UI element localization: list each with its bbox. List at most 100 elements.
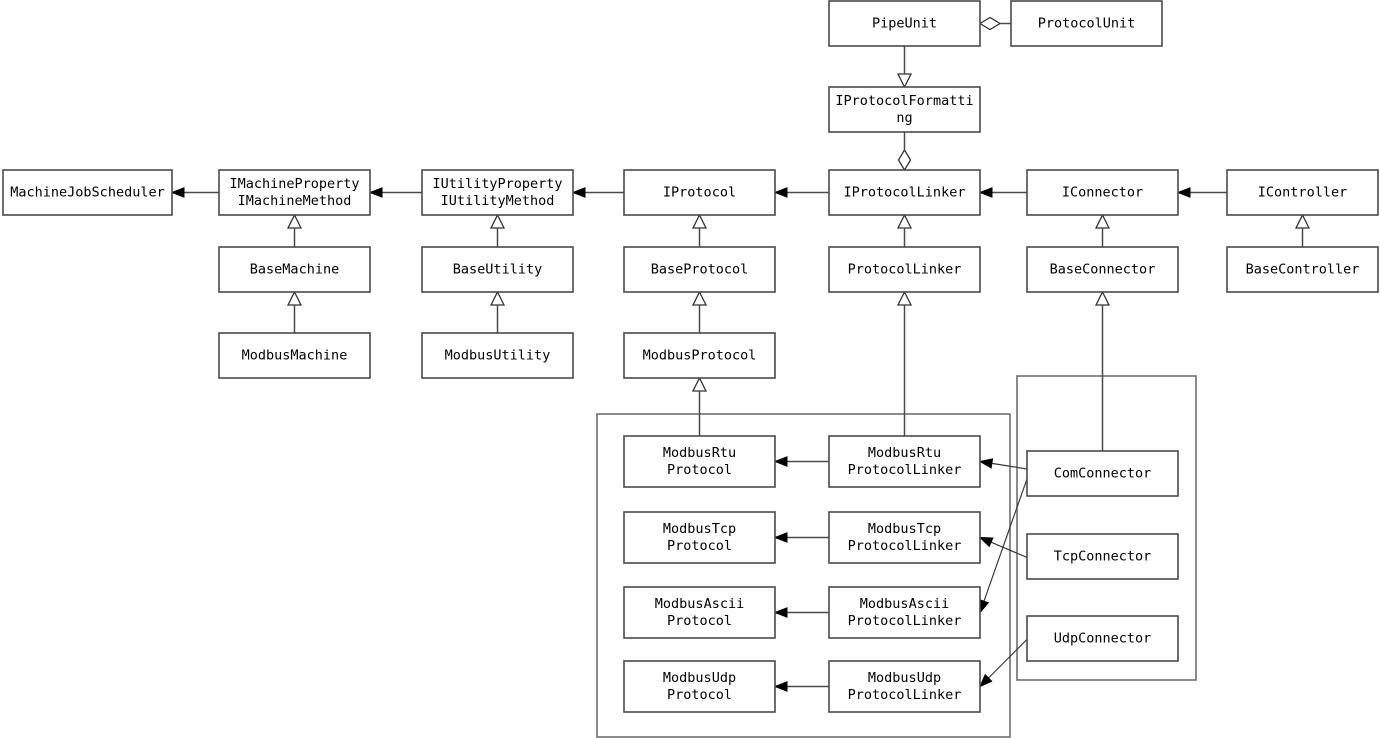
- generalization-triangle-modbus-rtu-linker-to-protocol-linker: [896, 290, 913, 306]
- class-box-label-base-controller: BaseController: [1246, 262, 1360, 278]
- class-box-rect-icontroller[interactable]: [1226, 169, 1379, 216]
- class-box-machine-job-scheduler[interactable]: MachineJobScheduler: [2, 169, 173, 216]
- assoc-line-com-connector-to-modbus-ascii-linker: [983, 478, 1028, 602]
- class-box-rect-udp-connector[interactable]: [1026, 615, 1179, 662]
- arrowhead-modbus-rtu-linker-to-modbus-rtu-protocol: [773, 456, 788, 467]
- class-box-rect-base-machine[interactable]: [218, 246, 371, 293]
- arrowhead-iprotocol-to-iutility-property: [571, 187, 586, 198]
- class-box-rect-modbus-tcp-protocol[interactable]: [623, 511, 776, 564]
- class-box-modbus-protocol[interactable]: ModbusProtocol: [623, 332, 776, 379]
- class-box-base-machine[interactable]: BaseMachine: [218, 246, 371, 293]
- class-box-rect-protocol-unit[interactable]: [1010, 0, 1163, 47]
- class-box-rect-imachine-property[interactable]: [218, 169, 371, 216]
- class-box-rect-modbus-tcp-linker[interactable]: [828, 511, 981, 564]
- class-box-rect-iprotocol-linker[interactable]: [828, 169, 981, 216]
- class-box-rect-modbus-machine[interactable]: [218, 332, 371, 379]
- arrowhead-iutility-property-to-imachine-property: [368, 187, 383, 198]
- class-box-label-base-machine: BaseMachine: [250, 262, 339, 278]
- class-box-rect-iprotocol-formatting[interactable]: [828, 86, 981, 133]
- class-box-udp-connector[interactable]: UdpConnector: [1026, 615, 1179, 662]
- class-box-iprotocol-linker[interactable]: IProtocolLinker: [828, 169, 981, 216]
- assoc-line-com-connector-to-modbus-rtu-linker: [991, 462, 1028, 470]
- arrowhead-modbus-ascii-linker-to-modbus-ascii-protocol: [773, 607, 788, 618]
- arrowhead-modbus-tcp-linker-to-modbus-tcp-protocol: [773, 532, 788, 543]
- generalization-triangle-modbus-protocol-to-base-protocol: [691, 290, 708, 306]
- class-box-label-iprotocol: IProtocol: [663, 185, 736, 201]
- arrowhead-iconnector-to-iprotocol-linker: [978, 187, 993, 198]
- class-box-rect-machine-job-scheduler[interactable]: [2, 169, 173, 216]
- class-box-label-machine-job-scheduler: MachineJobScheduler: [10, 185, 164, 201]
- class-box-rect-pipe-unit[interactable]: [828, 0, 981, 47]
- class-box-rect-iconnector[interactable]: [1026, 169, 1179, 216]
- class-box-protocol-linker[interactable]: ProtocolLinker: [828, 246, 981, 293]
- class-box-com-connector[interactable]: ComConnector: [1026, 450, 1179, 497]
- class-box-rect-modbus-protocol[interactable]: [623, 332, 776, 379]
- class-box-label-tcp-connector: TcpConnector: [1054, 549, 1152, 565]
- class-box-base-utility[interactable]: BaseUtility: [421, 246, 574, 293]
- class-box-label-modbus-machine: ModbusMachine: [242, 348, 348, 364]
- aggregation-diamond-iprotocolformatting-iprotocollinker: [897, 148, 912, 172]
- class-box-rect-base-protocol[interactable]: [623, 246, 776, 293]
- group-rect-modbus-variants-group: [596, 413, 1011, 738]
- class-box-rect-modbus-utility[interactable]: [421, 332, 574, 379]
- generalization-triangle-modbus-rtu-protocol-to-modbus-protocol: [691, 376, 708, 392]
- class-box-modbus-machine[interactable]: ModbusMachine: [218, 332, 371, 379]
- class-box-label-base-connector: BaseConnector: [1050, 262, 1156, 278]
- class-box-label-protocol-unit: ProtocolUnit: [1038, 16, 1136, 32]
- class-box-iprotocol[interactable]: IProtocol: [623, 169, 776, 216]
- class-box-rect-base-controller[interactable]: [1226, 246, 1379, 293]
- class-box-rect-tcp-connector[interactable]: [1026, 533, 1179, 580]
- class-box-rect-iutility-property[interactable]: [421, 169, 574, 216]
- arrowhead-icontroller-to-iconnector: [1176, 187, 1191, 198]
- class-box-rect-base-connector[interactable]: [1026, 246, 1179, 293]
- arrowhead-iprotocol-linker-to-iprotocol: [773, 187, 788, 198]
- class-box-pipe-unit[interactable]: PipeUnit: [828, 0, 981, 47]
- group-rectangles-layer: [596, 375, 1197, 738]
- class-box-label-iconnector: IConnector: [1062, 185, 1143, 201]
- class-box-rect-iprotocol[interactable]: [623, 169, 776, 216]
- class-box-rect-modbus-udp-linker[interactable]: [828, 660, 981, 713]
- arrowhead-imachine-property-to-machine-job-scheduler: [170, 187, 185, 198]
- group-rect-connector-variants-group: [1016, 375, 1197, 681]
- class-box-icontroller[interactable]: IController: [1226, 169, 1379, 216]
- class-box-rect-modbus-rtu-linker[interactable]: [828, 435, 981, 488]
- generalization-triangle-com-connector-to-base-connector: [1094, 290, 1111, 306]
- class-box-base-connector[interactable]: BaseConnector: [1026, 246, 1179, 293]
- class-box-rect-modbus-udp-protocol[interactable]: [623, 660, 776, 713]
- class-box-base-controller[interactable]: BaseController: [1226, 246, 1379, 293]
- generalization-triangle-base-connector-to-iconnector: [1094, 213, 1111, 229]
- class-box-label-modbus-protocol: ModbusProtocol: [643, 348, 757, 364]
- class-box-rect-modbus-rtu-protocol[interactable]: [623, 435, 776, 488]
- arrowhead-com-connector-to-modbus-ascii-linker: [979, 598, 990, 614]
- class-box-rect-base-utility[interactable]: [421, 246, 574, 293]
- class-box-protocol-unit[interactable]: ProtocolUnit: [1010, 0, 1163, 47]
- arrowhead-tcp-connector-to-modbus-tcp-linker: [978, 536, 994, 548]
- class-box-rect-protocol-linker[interactable]: [828, 246, 981, 293]
- class-box-tcp-connector[interactable]: TcpConnector: [1026, 533, 1179, 580]
- class-box-label-com-connector: ComConnector: [1054, 466, 1152, 482]
- class-box-base-protocol[interactable]: BaseProtocol: [623, 246, 776, 293]
- class-box-modbus-utility[interactable]: ModbusUtility: [421, 332, 574, 379]
- class-box-rect-modbus-ascii-linker[interactable]: [828, 586, 981, 639]
- arrowhead-com-connector-to-modbus-rtu-linker: [978, 458, 994, 469]
- class-box-iconnector[interactable]: IConnector: [1026, 169, 1179, 216]
- class-box-rect-modbus-ascii-protocol[interactable]: [623, 586, 776, 639]
- class-box-rect-com-connector[interactable]: [1026, 450, 1179, 497]
